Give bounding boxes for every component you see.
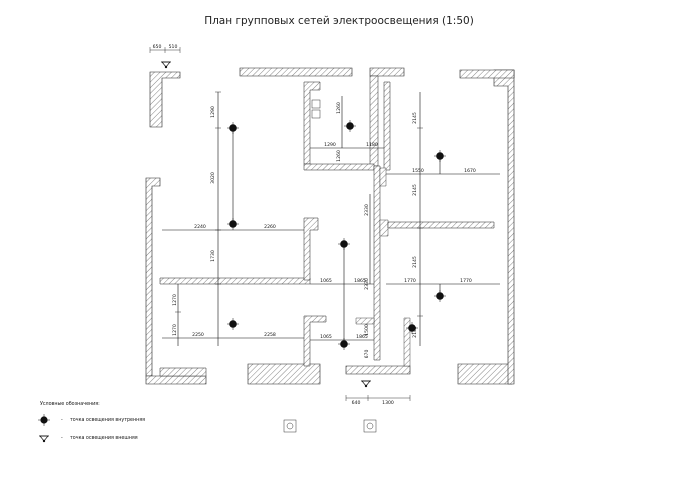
dim-label: 2240 [194, 224, 206, 230]
dim-label: 1730 [210, 250, 216, 262]
dim-label: 1270 [172, 294, 178, 306]
marker-box [283, 419, 297, 433]
outer-light-icon [161, 61, 171, 69]
inner-light-icon [434, 290, 446, 302]
dimension-labels: 650 510 1290 3020 1730 1270 1270 2240 22… [153, 44, 476, 406]
inner-light-icon [434, 150, 446, 162]
marker-boxes [283, 419, 377, 433]
dim-label: 2145 [412, 326, 418, 338]
legend-item: - точка освещения внутренняя [38, 414, 145, 426]
dim-label: 640 [352, 400, 361, 406]
dim-label: 1300 [382, 400, 394, 406]
dim-label: 1865 [356, 334, 368, 340]
dim-label: 1065 [320, 334, 332, 340]
dim-label: 670 [364, 350, 370, 359]
dim-label: 3020 [210, 172, 216, 184]
dim-label: 1670 [464, 168, 476, 174]
dim-label: 1865 [354, 278, 366, 284]
legend-dash: - [61, 436, 63, 441]
dim-label: 2258 [264, 332, 276, 338]
dim-label: 1270 [172, 324, 178, 336]
inner-light-icon [338, 238, 350, 250]
inner-light-icon [227, 218, 239, 230]
inner-light-icon [38, 414, 50, 426]
legend-heading: Условные обозначения: [40, 401, 100, 407]
marker-box [363, 419, 377, 433]
inner-light-icon [406, 322, 418, 334]
dim-label: 2250 [192, 332, 204, 338]
dim-label: 1290 [210, 106, 216, 118]
dim-label: 1500 [364, 324, 370, 336]
legend-label: точка освещения внешняя [70, 436, 138, 441]
dim-label: 1065 [320, 278, 332, 284]
legend-dash: - [61, 418, 63, 423]
legend-item: - точка освещения внешняя [39, 435, 138, 443]
dim-label: 1260 [336, 150, 342, 162]
inner-light-icon [344, 120, 356, 132]
inner-light-icon [338, 338, 350, 350]
dim-label: 2260 [264, 224, 276, 230]
dim-label: 1260 [336, 102, 342, 114]
dim-label: 2330 [364, 204, 370, 216]
dim-label: 2145 [412, 256, 418, 268]
dim-label: 650 [153, 44, 162, 50]
outer-light-icon [361, 380, 371, 388]
page-title: План групповых сетей электроосвещения (1… [204, 15, 474, 27]
dim-label: 2145 [412, 112, 418, 124]
dim-label: 1550 [412, 168, 424, 174]
dim-label: 1770 [460, 278, 472, 284]
inner-light-icon [227, 122, 239, 134]
dim-label: 1770 [404, 278, 416, 284]
inner-light-icon [227, 318, 239, 330]
dim-label: 2330 [364, 278, 370, 290]
dim-label: 510 [169, 44, 178, 50]
dim-label: 1180 [366, 142, 378, 148]
walls [145, 67, 515, 385]
dim-label: 1290 [324, 142, 336, 148]
outer-light-icon [39, 435, 49, 443]
legend-label: точка освещения внутренняя [70, 418, 145, 423]
outer-lights [161, 61, 371, 388]
dim-label: 2145 [412, 184, 418, 196]
legend: Условные обозначения: - точка освещения … [38, 401, 145, 443]
inner-lights [227, 120, 446, 350]
